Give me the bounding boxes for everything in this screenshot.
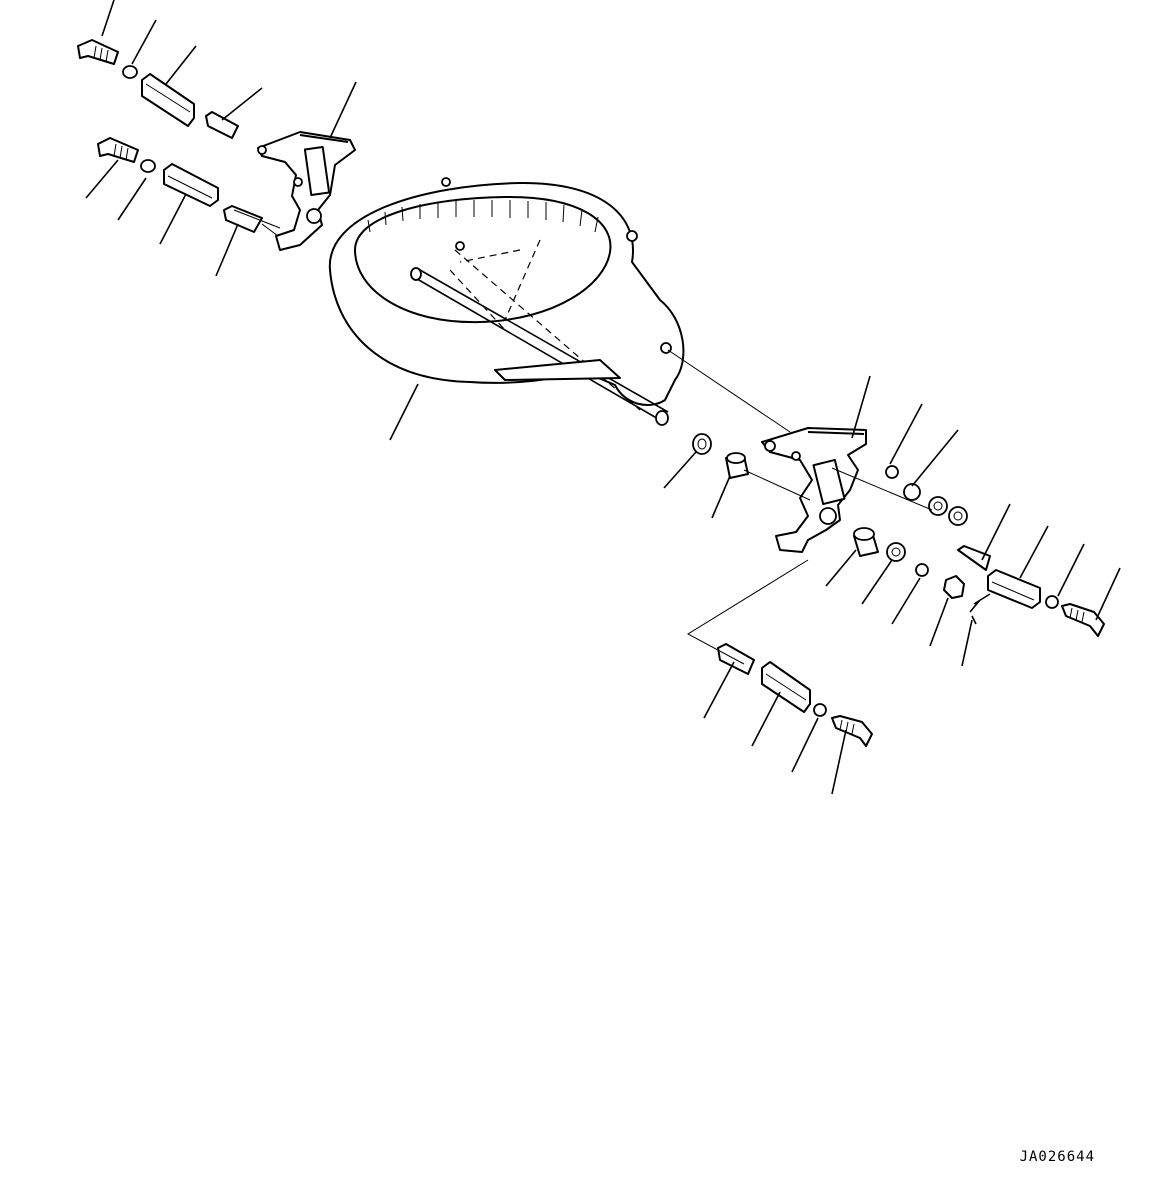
lower-bolt xyxy=(831,715,873,747)
right-pin-upper xyxy=(957,545,991,571)
lower-pin xyxy=(717,643,755,675)
right-bushing-top xyxy=(903,483,921,501)
left-lower-pin xyxy=(223,205,279,237)
left-lower-pad xyxy=(163,163,219,207)
drawing-reference-code: JA026644 xyxy=(1019,1149,1095,1165)
left-upper-bolt xyxy=(77,39,119,65)
right-cotter-pin xyxy=(969,593,991,625)
right-pad xyxy=(987,569,1041,609)
left-upper-washer xyxy=(122,65,138,79)
steering-wheel xyxy=(328,177,685,426)
right-bolt xyxy=(1061,603,1105,637)
right-nut-lower xyxy=(886,542,906,562)
right-washer-small xyxy=(885,465,899,479)
right-washer-end xyxy=(1045,595,1059,609)
right-spacer-2 xyxy=(948,506,968,526)
assembly-lines xyxy=(233,209,933,665)
right-castle-nut xyxy=(943,575,965,599)
lower-washer xyxy=(813,703,827,717)
left-pedal-bracket xyxy=(257,131,356,251)
right-bushing-lower xyxy=(853,527,879,557)
right-pedal-bracket xyxy=(761,427,867,553)
left-upper-pad xyxy=(141,73,195,127)
shaft-nut-left xyxy=(692,433,712,455)
right-washer-lower xyxy=(915,563,929,577)
callout-leaders xyxy=(85,0,1121,795)
left-upper-pin xyxy=(205,111,239,139)
left-lower-washer xyxy=(140,159,156,173)
right-spacer-1 xyxy=(928,496,948,516)
lower-pad xyxy=(761,661,811,713)
shaft-bushing-left xyxy=(725,452,749,479)
left-lower-bolt xyxy=(97,137,139,163)
